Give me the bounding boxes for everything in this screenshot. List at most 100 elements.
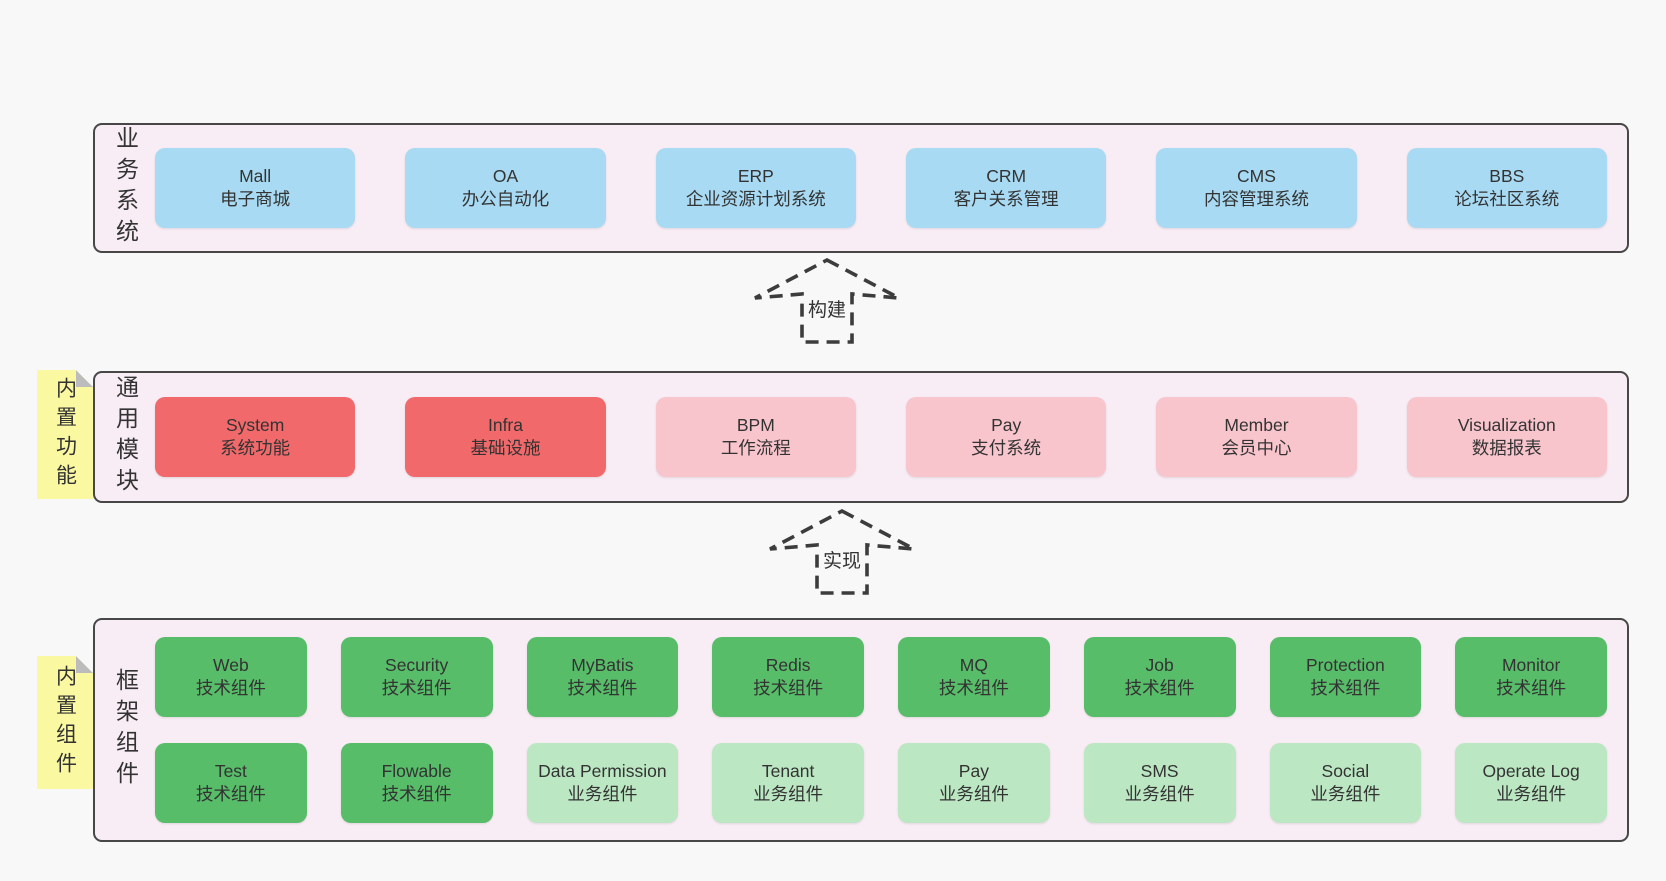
box-subtitle: 技术组件 bbox=[1496, 678, 1567, 698]
band-label-business: 业务系统 bbox=[103, 125, 147, 251]
box-title: CRM bbox=[986, 165, 1027, 186]
box-title: Pay bbox=[991, 414, 1022, 435]
box-title: System bbox=[225, 414, 285, 435]
box-mybatis: MyBatis 技术组件 bbox=[526, 637, 679, 717]
box-subtitle: 业务组件 bbox=[567, 784, 638, 804]
box-subtitle: 技术组件 bbox=[195, 678, 266, 698]
box-mq: MQ 技术组件 bbox=[898, 637, 1050, 717]
box-flowable: Flowable 技术组件 bbox=[340, 743, 493, 823]
box-subtitle: 技术组件 bbox=[381, 784, 452, 804]
box-tenant: Tenant 业务组件 bbox=[712, 743, 864, 823]
band-label-business-text: 业务系统 bbox=[112, 126, 139, 250]
component-row-2: Test 技术组件 Flowable 技术组件 Data Permission … bbox=[155, 743, 1607, 823]
box-subtitle: 企业资源计划系统 bbox=[685, 189, 826, 209]
box-title: OA bbox=[492, 165, 519, 186]
box-title: MQ bbox=[959, 654, 988, 675]
box-oa: OA 办公自动化 bbox=[405, 148, 606, 228]
business-boxes: Mall 电子商城 OA 办公自动化 ERP 企业资源计划系统 CRM 客户关系… bbox=[155, 125, 1607, 251]
box-title: Mall bbox=[239, 165, 272, 186]
component-row-1: Web 技术组件 Security 技术组件 MyBatis 技术组件 Redi… bbox=[155, 637, 1607, 717]
sticky-note-text: 内置组件 bbox=[53, 664, 77, 781]
band-label-modules-text: 通用模块 bbox=[112, 375, 139, 499]
box-title: Protection bbox=[1305, 654, 1385, 675]
box-subtitle: 基础设施 bbox=[470, 438, 541, 458]
box-operate-log: Operate Log 业务组件 bbox=[1455, 743, 1607, 823]
band-label-modules: 通用模块 bbox=[103, 373, 147, 501]
box-social: Social 业务组件 bbox=[1269, 743, 1422, 823]
box-subtitle: 技术组件 bbox=[1124, 678, 1195, 698]
box-subtitle: 工作流程 bbox=[720, 438, 791, 458]
box-pay-system: Pay 支付系统 bbox=[905, 397, 1107, 477]
box-title: Web bbox=[213, 654, 249, 675]
box-title: Data Permission bbox=[538, 760, 667, 781]
arrow-build-label: 构建 bbox=[803, 294, 851, 323]
component-rows: Web 技术组件 Security 技术组件 MyBatis 技术组件 Redi… bbox=[155, 620, 1607, 840]
box-title: Flowable bbox=[381, 760, 452, 781]
box-title: Infra bbox=[487, 414, 523, 435]
sticky-note-built-in-features: 内置功能 bbox=[37, 370, 93, 499]
box-title: BPM bbox=[736, 414, 775, 435]
box-title: Security bbox=[385, 654, 449, 675]
box-crm: CRM 客户关系管理 bbox=[905, 148, 1107, 228]
box-title: MyBatis bbox=[571, 654, 634, 675]
box-subtitle: 业务组件 bbox=[1124, 784, 1195, 804]
box-subtitle: 技术组件 bbox=[753, 678, 824, 698]
box-sms: SMS 业务组件 bbox=[1083, 743, 1236, 823]
box-data-permission: Data Permission 业务组件 bbox=[526, 743, 679, 823]
box-subtitle: 技术组件 bbox=[567, 678, 638, 698]
box-subtitle: 技术组件 bbox=[1310, 678, 1381, 698]
box-member: Member 会员中心 bbox=[1156, 397, 1357, 477]
box-web: Web 技术组件 bbox=[155, 637, 307, 717]
box-title: SMS bbox=[1140, 760, 1179, 781]
box-title: Job bbox=[1145, 654, 1174, 675]
arrow-implement-label: 实现 bbox=[818, 545, 866, 574]
box-title: Pay bbox=[958, 760, 989, 781]
box-subtitle: 支付系统 bbox=[971, 438, 1042, 458]
box-title: Operate Log bbox=[1482, 760, 1580, 781]
box-mall: Mall 电子商城 bbox=[155, 148, 356, 228]
box-pay-component: Pay 业务组件 bbox=[898, 743, 1050, 823]
box-title: ERP bbox=[737, 165, 774, 186]
box-subtitle: 电子商城 bbox=[220, 189, 291, 209]
box-subtitle: 会员中心 bbox=[1221, 438, 1292, 458]
band-common-modules: 通用模块 System 系统功能 Infra 基础设施 BPM 工作流程 Pay… bbox=[93, 371, 1629, 503]
box-title: Test bbox=[214, 760, 247, 781]
box-infra: Infra 基础设施 bbox=[405, 397, 606, 477]
box-title: Tenant bbox=[761, 760, 815, 781]
box-system: System 系统功能 bbox=[155, 397, 356, 477]
band-business-systems: 业务系统 Mall 电子商城 OA 办公自动化 ERP 企业资源计划系统 CRM… bbox=[93, 123, 1629, 253]
sticky-note-text: 内置功能 bbox=[53, 376, 77, 493]
box-subtitle: 技术组件 bbox=[938, 678, 1009, 698]
box-title: Visualization bbox=[1457, 414, 1556, 435]
band-label-components: 框架组件 bbox=[103, 620, 147, 840]
box-job: Job 技术组件 bbox=[1083, 637, 1236, 717]
box-title: Monitor bbox=[1501, 654, 1561, 675]
box-title: BBS bbox=[1489, 165, 1525, 186]
box-protection: Protection 技术组件 bbox=[1269, 637, 1422, 717]
box-security: Security 技术组件 bbox=[340, 637, 493, 717]
box-visualization: Visualization 数据报表 bbox=[1406, 397, 1607, 477]
box-subtitle: 论坛社区系统 bbox=[1454, 189, 1560, 209]
box-subtitle: 业务组件 bbox=[1310, 784, 1381, 804]
box-subtitle: 业务组件 bbox=[753, 784, 824, 804]
box-subtitle: 系统功能 bbox=[220, 438, 291, 458]
box-title: CMS bbox=[1237, 165, 1276, 186]
up-arrow-build-icon: 构建 bbox=[752, 257, 902, 345]
box-erp: ERP 企业资源计划系统 bbox=[655, 148, 856, 228]
box-redis: Redis 技术组件 bbox=[712, 637, 864, 717]
box-subtitle: 业务组件 bbox=[938, 784, 1009, 804]
box-title: Redis bbox=[765, 654, 811, 675]
up-arrow-implement-icon: 实现 bbox=[767, 508, 917, 596]
box-title: Member bbox=[1224, 414, 1289, 435]
box-test: Test 技术组件 bbox=[155, 743, 307, 823]
box-cms: CMS 内容管理系统 bbox=[1156, 148, 1357, 228]
box-subtitle: 内容管理系统 bbox=[1203, 189, 1309, 209]
box-bbs: BBS 论坛社区系统 bbox=[1406, 148, 1607, 228]
box-subtitle: 办公自动化 bbox=[461, 189, 550, 209]
dashed-up-arrow-icon bbox=[754, 257, 900, 344]
box-subtitle: 业务组件 bbox=[1496, 784, 1567, 804]
box-subtitle: 数据报表 bbox=[1471, 438, 1542, 458]
dashed-up-arrow-icon bbox=[769, 508, 915, 595]
box-subtitle: 技术组件 bbox=[195, 784, 266, 804]
